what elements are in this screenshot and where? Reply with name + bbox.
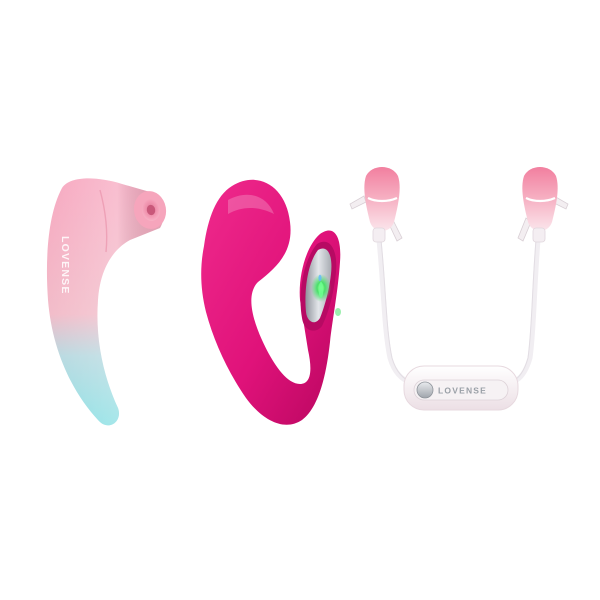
suction-vibrator: LOVENSE	[46, 178, 167, 426]
suction-vibrator-highlight	[46, 178, 165, 426]
suction-vibrator-brand-text: LOVENSE	[59, 236, 71, 295]
clamp-left	[349, 167, 403, 243]
clamp-control-pod: LOVENSE	[403, 365, 519, 411]
clamp-cable-right	[509, 237, 541, 385]
nipple-clamps: LOVENSE	[349, 167, 569, 411]
clamp-left-collar	[372, 227, 386, 243]
clamp-right-gap	[525, 196, 556, 203]
clamp-cable-right-edge	[509, 239, 537, 383]
clamp-cable-left	[376, 237, 413, 385]
control-pod-button-icon	[416, 381, 434, 399]
led-bottom-glow-icon	[335, 308, 341, 316]
wearable-vibrator-body	[201, 179, 341, 425]
led-light-icon	[318, 282, 324, 298]
clamp-cable-left-edge	[380, 239, 413, 383]
suction-vibrator-head-ridge	[99, 189, 108, 253]
control-pod-inset	[413, 379, 509, 401]
clamp-right	[517, 167, 569, 243]
suction-nozzle-hole	[146, 204, 156, 216]
wearable-vibrator	[201, 179, 341, 425]
control-pod-brand-text: LOVENSE	[438, 386, 487, 396]
clamp-left-lever-icon	[349, 195, 367, 210]
clamp-right-head	[522, 167, 558, 231]
clamp-left-gap	[367, 196, 398, 203]
led-light-blue-icon	[318, 274, 322, 282]
clamp-left-head	[364, 167, 400, 231]
wearable-vibrator-sheen	[228, 194, 274, 214]
clamp-right-collar	[532, 227, 546, 243]
